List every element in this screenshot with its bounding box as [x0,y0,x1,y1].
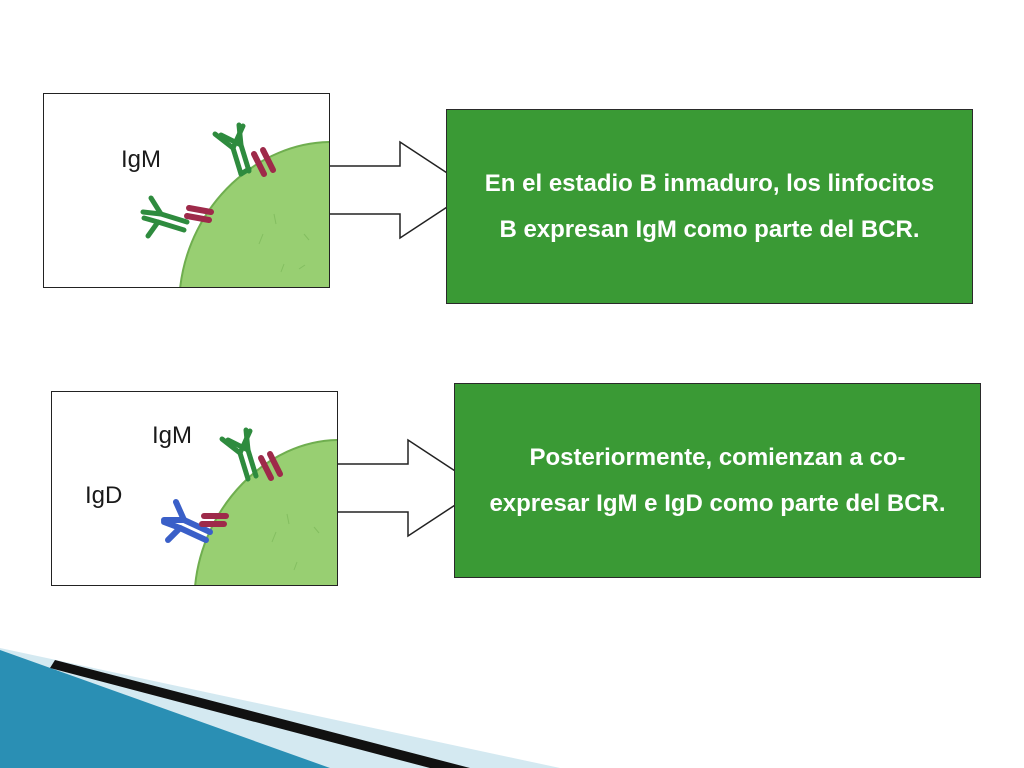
cell-diagram-igm-igd: IgM IgD [51,391,338,586]
caption-box-1: En el estadio B inmaduro, los linfocitos… [446,109,973,304]
signal-subunit-igd [199,513,229,527]
footer-dark-line [50,660,470,768]
cell-diagram-igm: IgM [43,93,330,288]
b-cell-membrane [179,141,329,287]
igm-label: IgM [152,422,193,449]
caption-text-2: Posteriormente, comienzan a co-expresar … [489,443,946,517]
igd-receptor [161,499,213,543]
igm-receptor [212,122,252,177]
igm-label: IgM [121,146,162,173]
signal-subunit [251,147,276,177]
igd-label: IgD [85,482,123,509]
b-cell-illustration-2 [161,427,337,585]
igm-receptor [219,427,259,482]
b-cell-membrane-2 [194,439,337,585]
signal-subunit [258,451,283,481]
caption-box-2: Posteriormente, comienzan a co-expresar … [454,383,981,578]
signal-subunit-2 [184,205,214,223]
b-cell-illustration [140,122,329,287]
footer-blue-band [0,650,330,768]
igm-receptor-2 [140,195,190,239]
caption-text-1: En el estadio B inmaduro, los linfocitos… [484,169,935,243]
